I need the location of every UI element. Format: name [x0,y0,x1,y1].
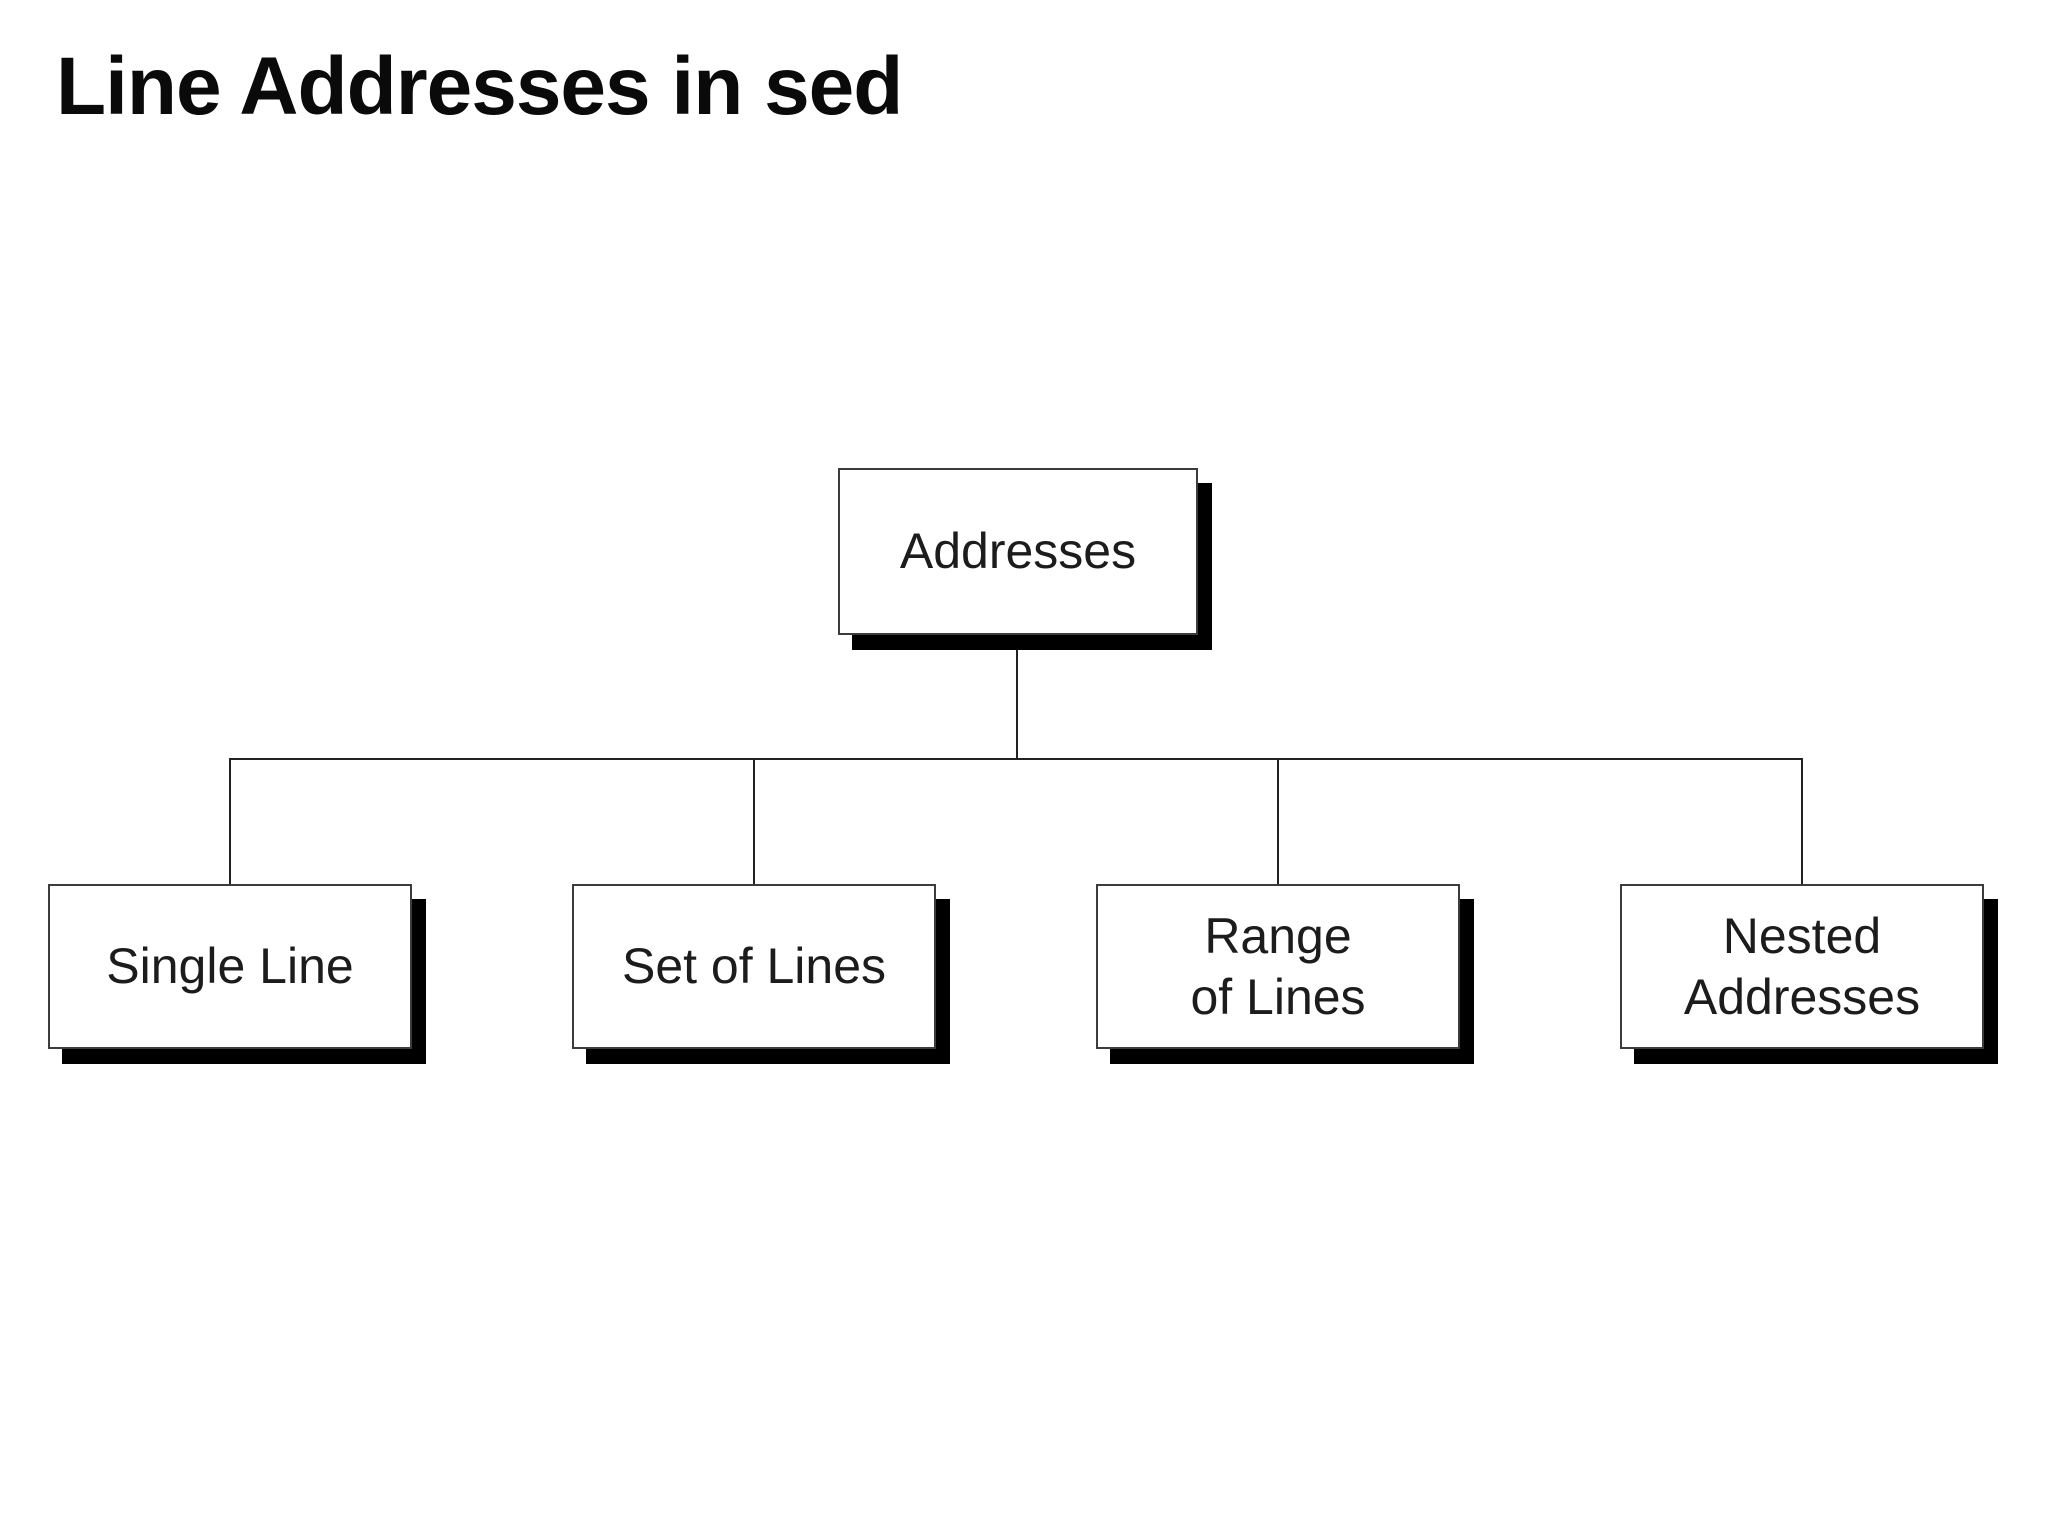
node-set-of-lines: Set of Lines [572,884,936,1049]
node-label: Addresses [899,523,1137,579]
node-nested-addresses: Nested Addresses [1620,884,1984,1049]
connector-stem-range-of-lines [1277,758,1279,884]
node-single-line: Single Line [48,884,412,1049]
connector-stem-nested-addresses [1801,758,1803,884]
connector-stem-set-of-lines [753,758,755,884]
node-label: Single Line [106,938,354,994]
node-label: Range of Lines [1190,907,1366,1025]
node-label: Set of Lines [621,938,887,994]
page-title: Line Addresses in sed [56,41,903,132]
connector-stem-single-line [229,758,231,884]
connector-root-stem [1016,635,1018,760]
node-range-of-lines: Range of Lines [1096,884,1460,1049]
node-addresses: Addresses [838,468,1198,635]
node-label: Nested Addresses [1683,907,1921,1025]
connector-horizontal-bar [229,758,1803,760]
